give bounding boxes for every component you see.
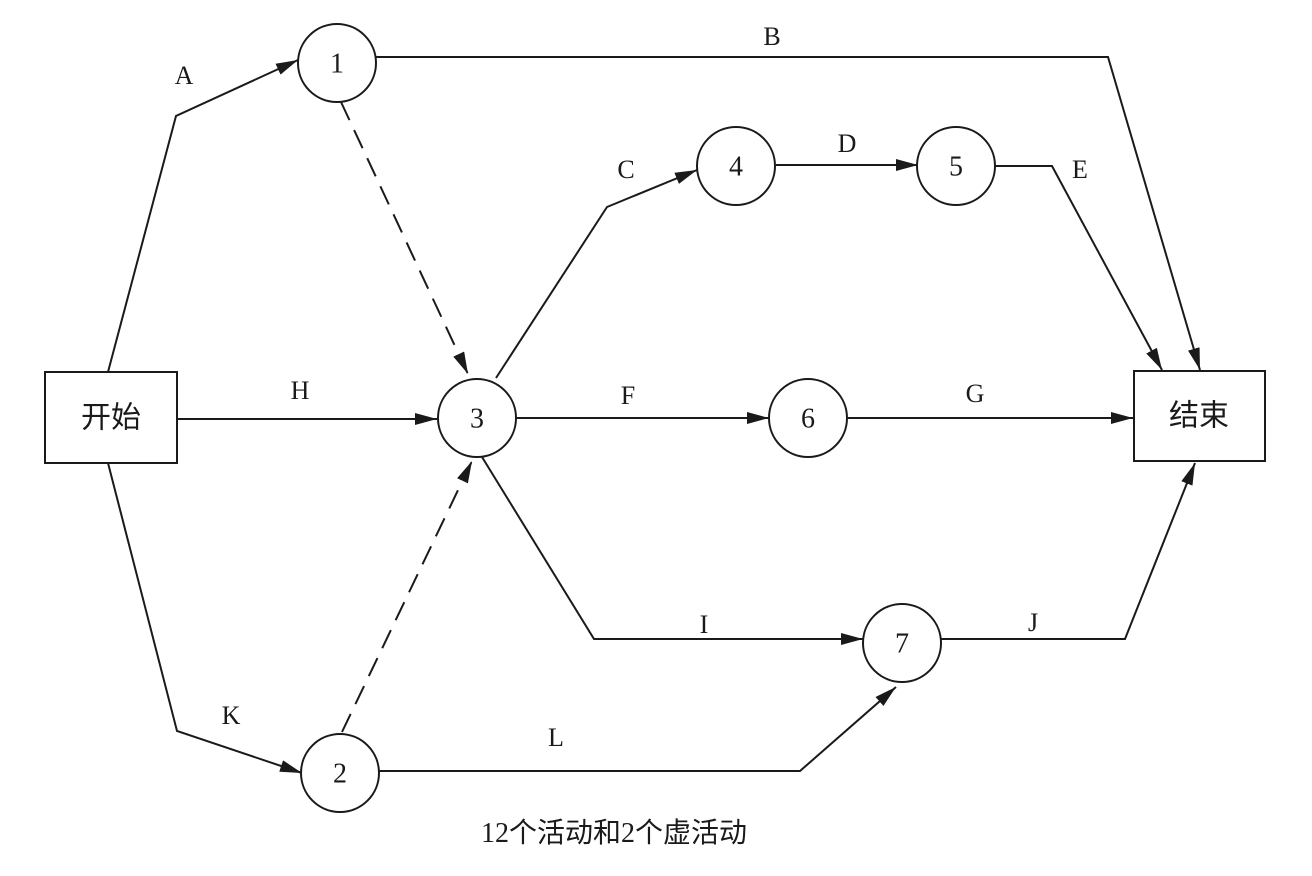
- edge-b: [376, 56, 1201, 371]
- node-1: 1: [297, 23, 377, 103]
- label-d: D: [838, 129, 857, 158]
- edge-i: [481, 456, 863, 645]
- label-k: K: [222, 701, 241, 730]
- edges: [107, 56, 1201, 774]
- node-2: 2: [300, 733, 380, 813]
- label-b: B: [763, 22, 780, 51]
- node-2-label: 2: [333, 759, 347, 790]
- diagram-caption: 12个活动和2个虚活动: [481, 817, 747, 849]
- edge-dummy-1-3: [340, 101, 469, 375]
- label-l: L: [548, 723, 564, 752]
- edge-c: [495, 169, 698, 379]
- node-6: 6: [768, 378, 848, 458]
- edge-e: [995, 165, 1163, 371]
- node-7-label: 7: [895, 629, 909, 660]
- edge-j: [939, 462, 1196, 640]
- edge-dummy-2-3: [341, 460, 473, 733]
- node-4: 4: [696, 126, 776, 206]
- label-a: A: [175, 61, 194, 90]
- node-5: 5: [916, 126, 996, 206]
- node-3: 3: [437, 378, 517, 458]
- node-3-label: 3: [470, 404, 484, 435]
- edge-k: [107, 462, 303, 774]
- node-5-label: 5: [949, 152, 963, 183]
- edge-a: [107, 59, 299, 373]
- node-end: 结束: [1133, 370, 1266, 462]
- node-7: 7: [862, 603, 942, 683]
- edge-l: [378, 686, 897, 772]
- node-start-label: 开始: [81, 401, 141, 436]
- edge-labels: A B C D E F G H I J K L: [175, 22, 1088, 752]
- node-6-label: 6: [801, 404, 815, 435]
- label-g: G: [966, 379, 985, 408]
- label-f: F: [621, 381, 635, 410]
- node-end-label: 结束: [1169, 399, 1229, 434]
- label-j: J: [1028, 608, 1038, 637]
- node-start: 开始: [44, 371, 178, 464]
- node-4-label: 4: [729, 152, 743, 183]
- label-i: I: [700, 610, 709, 639]
- label-c: C: [617, 155, 634, 184]
- label-e: E: [1072, 155, 1088, 184]
- label-h: H: [291, 376, 310, 405]
- node-1-label: 1: [330, 49, 344, 80]
